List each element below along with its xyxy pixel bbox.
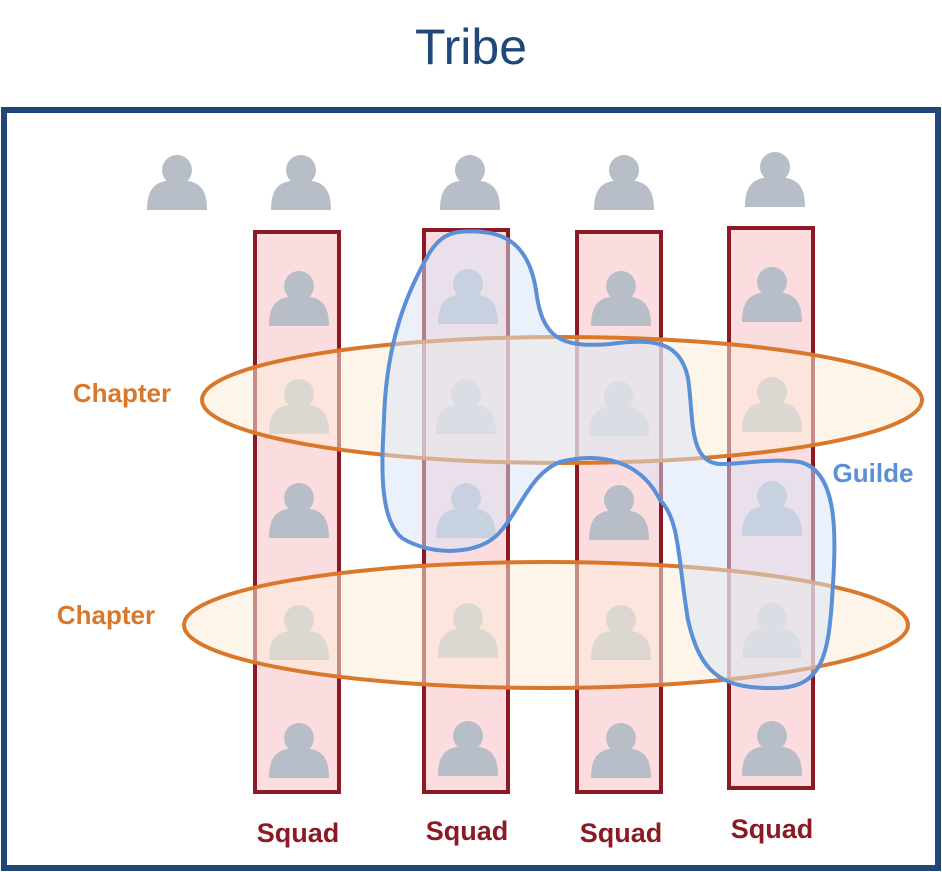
squad-label-1: Squad <box>257 818 340 848</box>
guild-label: Guilde <box>833 458 914 488</box>
tribe-title: Tribe <box>414 19 528 75</box>
squad-label-4: Squad <box>731 814 814 844</box>
squad-label-2: Squad <box>426 816 509 846</box>
chapter-label-2: Chapter <box>57 600 155 630</box>
chapter-label-1: Chapter <box>73 378 171 408</box>
squad-label-3: Squad <box>580 818 663 848</box>
guild-shape <box>380 229 837 691</box>
